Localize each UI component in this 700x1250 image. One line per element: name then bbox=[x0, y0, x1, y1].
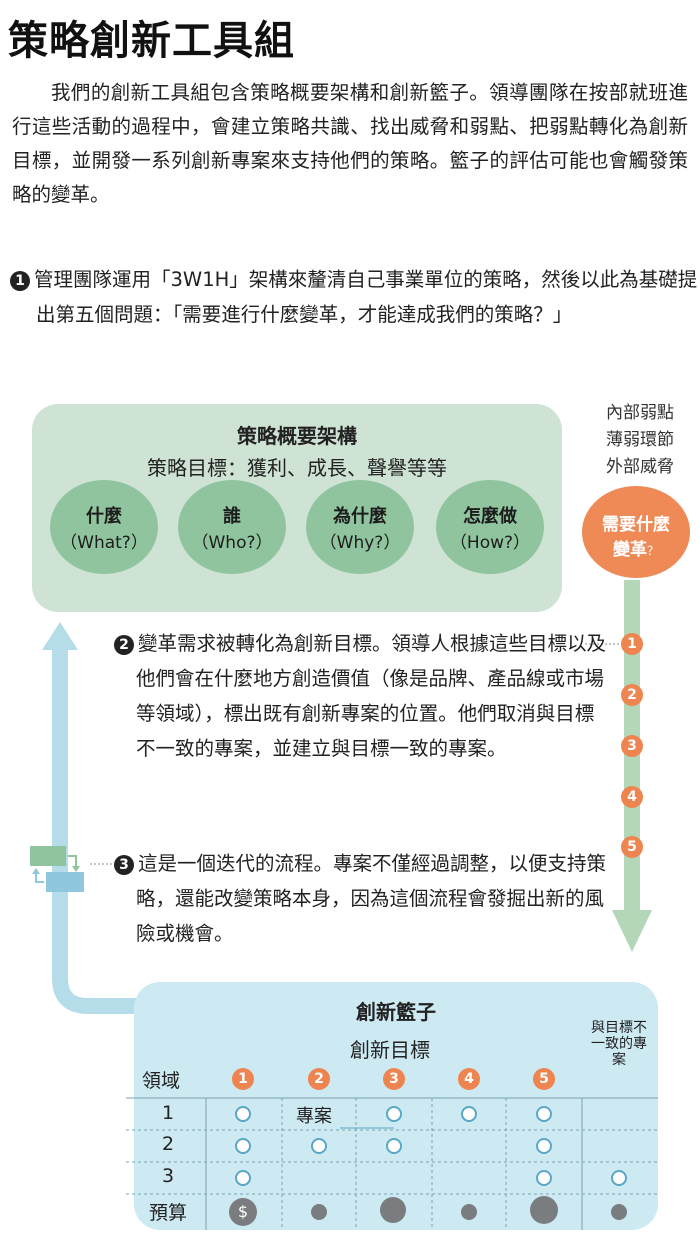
budget-dot bbox=[611, 1204, 627, 1220]
budget-dot bbox=[311, 1204, 327, 1220]
project-circle bbox=[386, 1138, 402, 1154]
basket-goal-number-2: 2 bbox=[308, 1068, 330, 1090]
project-circle bbox=[235, 1106, 251, 1122]
project-circle bbox=[311, 1138, 327, 1154]
budget-dots bbox=[311, 1196, 627, 1224]
project-circle bbox=[536, 1170, 552, 1186]
goal-number-1: 1 bbox=[621, 633, 643, 655]
basket-goals-label: 創新目標 bbox=[350, 1038, 430, 1062]
step-text: 這是一個迭代的流程。專案不僅經過調整，以便支持策略，還能改變策略本身，因為這個流… bbox=[136, 852, 607, 945]
change-needed-circle: 需要什麼 變革？ bbox=[582, 486, 690, 578]
project-circle bbox=[386, 1106, 402, 1122]
project-circle bbox=[461, 1106, 477, 1122]
question-english: （Why?） bbox=[319, 533, 401, 553]
budget-label: 預算 bbox=[148, 1202, 187, 1224]
question-label: 怎麼做 bbox=[463, 506, 517, 527]
basket-goal-number-5: 5 bbox=[533, 1068, 555, 1090]
goal-number-3: 3 bbox=[621, 735, 643, 757]
goal-number-4: 4 bbox=[621, 786, 643, 808]
row-label-1: 1 bbox=[161, 1102, 175, 1124]
question-what: 什麼 （What?） bbox=[50, 480, 158, 574]
project-circle bbox=[536, 1138, 552, 1154]
question-label: 誰 bbox=[223, 506, 241, 527]
step-text: 變革需求被轉化為創新目標。領導人根據這些目標以及他們會在什麼地方創造價值（像是品… bbox=[136, 632, 607, 760]
basket-goal-number-1: 1 bbox=[232, 1068, 254, 1090]
threat-item: 內部弱點 bbox=[606, 403, 674, 423]
question-english: （How?） bbox=[449, 533, 531, 553]
basket-goal-number-3: 3 bbox=[383, 1068, 405, 1090]
project-circle bbox=[611, 1170, 627, 1186]
page-title: 策略創新工具組 bbox=[8, 18, 295, 64]
project-circle bbox=[235, 1170, 251, 1186]
step-number: 3 bbox=[114, 855, 134, 875]
question-how: 怎麼做 （How?） bbox=[436, 480, 544, 574]
threat-item: 薄弱環節 bbox=[606, 430, 674, 450]
step-number: 2 bbox=[114, 635, 134, 655]
change-label-line2: 變革 bbox=[612, 540, 647, 560]
domain-label: 領域 bbox=[142, 1070, 181, 1092]
change-label-line1: 需要什麼 bbox=[602, 515, 670, 535]
row-label-2: 2 bbox=[161, 1133, 175, 1155]
change-question-mark: ？ bbox=[646, 544, 659, 558]
change-arrow-head bbox=[612, 910, 652, 952]
row-label-3: 3 bbox=[161, 1165, 175, 1187]
framework-goal: 策略目標：獲利、成長、聲譽等等 bbox=[147, 456, 447, 480]
iterate-icon bbox=[30, 846, 84, 892]
question-who: 誰 （Who?） bbox=[178, 480, 286, 574]
basket-goal-number-4: 4 bbox=[458, 1068, 480, 1090]
project-circle bbox=[235, 1138, 251, 1154]
threats-list: 內部弱點 薄弱環節 外部威脅 bbox=[584, 400, 696, 481]
budget-dollar-icon: $ bbox=[229, 1198, 257, 1226]
step-number: 1 bbox=[10, 271, 30, 291]
return-arrow-shaft bbox=[52, 648, 138, 1014]
basket-title: 創新籃子 bbox=[356, 1000, 436, 1024]
question-english: （Who?） bbox=[191, 533, 273, 553]
framework-title: 策略概要架構 bbox=[237, 424, 357, 448]
return-arrow-head bbox=[42, 622, 78, 650]
threat-item: 外部威脅 bbox=[606, 457, 674, 477]
intro-paragraph: 我們的創新工具組包含策略概要架構和創新籃子。領導團隊在按部就班進行這些活動的過程… bbox=[12, 81, 688, 206]
budget-dot bbox=[461, 1204, 477, 1220]
goal-number-2: 2 bbox=[621, 684, 643, 706]
question-english: （What?） bbox=[60, 533, 148, 553]
goal-number-5: 5 bbox=[621, 836, 643, 858]
question-label: 什麼 bbox=[86, 506, 122, 527]
project-circle bbox=[536, 1106, 552, 1122]
mismatch-label: 與目標不一致的專案 bbox=[591, 1020, 647, 1068]
budget-dot bbox=[380, 1197, 406, 1223]
question-label: 為什麼 bbox=[333, 506, 387, 527]
project-label: 專案 bbox=[296, 1106, 332, 1127]
question-why: 為什麼 （Why?） bbox=[306, 480, 414, 574]
budget-dot bbox=[530, 1196, 558, 1224]
step-text: 管理團隊運用「3W1H」架構來釐清自己事業單位的策略，然後以此為基礎提出第五個問… bbox=[34, 268, 698, 326]
